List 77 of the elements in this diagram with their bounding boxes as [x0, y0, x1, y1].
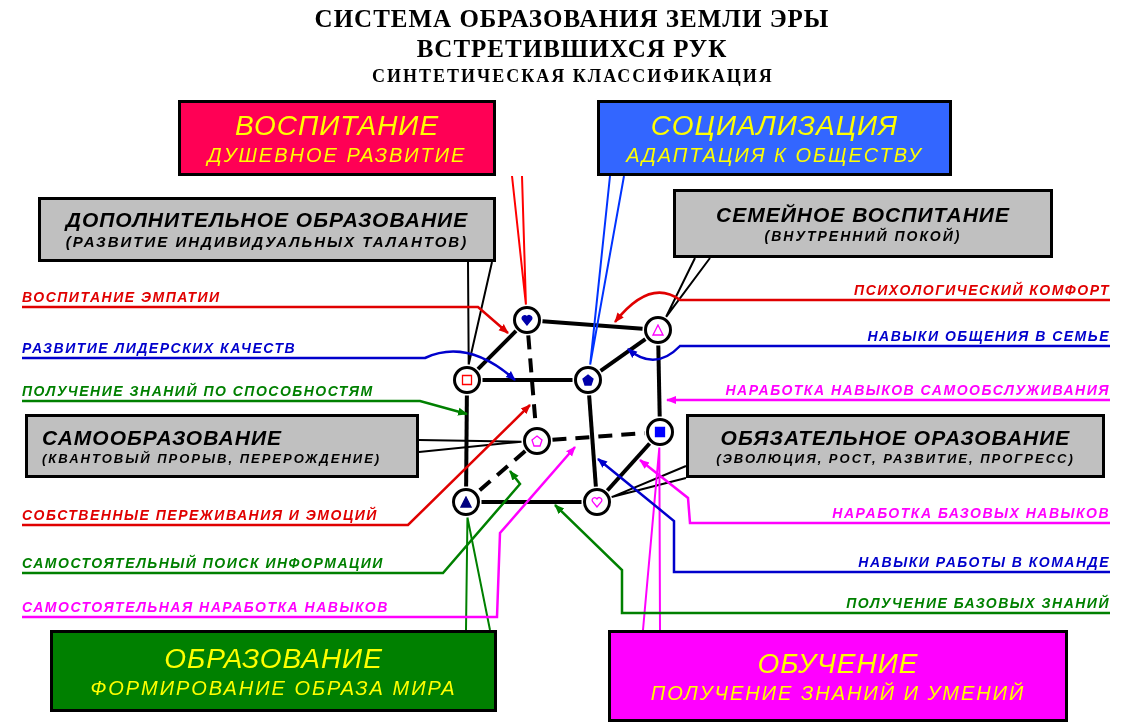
category-box [178, 100, 496, 176]
cube-edge [542, 319, 643, 331]
cube-edge [552, 431, 645, 442]
cube-edge [476, 449, 527, 494]
vertex-circle [646, 418, 674, 446]
category-box [597, 100, 952, 176]
pointer-line [589, 175, 625, 366]
category-box [686, 414, 1105, 478]
leader-line [639, 459, 1110, 525]
leader-label: ПОЛУЧЕНИЕ БАЗОВЫХ ЗНАНИЙ [846, 594, 1110, 612]
cube-edge [481, 500, 582, 504]
box-heading: ОБРАЗОВАНИЕ [164, 642, 383, 676]
leader-line [22, 399, 468, 416]
vertex-circle [523, 427, 551, 455]
vertex-circle [644, 316, 672, 344]
category-box [608, 630, 1068, 722]
pointer-line [467, 261, 493, 366]
cube-edge [464, 395, 469, 487]
box-subtitle: ФОРМИРОВАНИЕ ОБРАЗА МИРА [90, 676, 457, 701]
leader-label: ПОЛУЧЕНИЕ ЗНАНИЙ ПО СПОСОБНОСТЯМ [22, 382, 374, 400]
box-subtitle: (КВАНТОВЫЙ ПРОРЫВ, ПЕРЕРОЖДЕНИЕ) [42, 451, 382, 468]
leader-line [22, 305, 509, 334]
pointer-line [610, 465, 687, 499]
box-heading: ВОСПИТАНИЕ [234, 109, 440, 143]
vertex-circle [574, 366, 602, 394]
box-heading: СЕМЕЙНОЕ ВОСПИТАНИЕ [716, 201, 1010, 227]
vertex-circle [453, 366, 481, 394]
leader-label: НАРАБОТКА БАЗОВЫХ НАВЫКОВ [832, 504, 1110, 522]
vertex-circle [513, 306, 541, 334]
leader-line [22, 404, 531, 527]
box-subtitle: (РАЗВИТИЕ ИНДИВИДУАЛЬНЫХ ТАЛАНТОВ) [65, 233, 469, 252]
leader-label: ПСИХОЛОГИЧЕСКИЙ КОМФОРТ [854, 281, 1110, 299]
leader-line [666, 396, 1110, 404]
pointer-line [642, 446, 661, 631]
leader-line [614, 291, 1110, 323]
box-subtitle: ДУШЕВНОЕ РАЗВИТИЕ [207, 143, 467, 168]
diagram-subtitle: СИНТЕТИЧЕСКАЯ КЛАССИФИКАЦИЯ [372, 66, 772, 87]
leader-line [627, 344, 1110, 361]
cube-edge [599, 337, 647, 373]
cube-edge [476, 329, 518, 371]
box-heading: ОБЯЗАТЕЛЬНОЕ ОРАЗОВАНИЕ [720, 424, 1071, 451]
leader-label: САМОСТОЯТЕЛЬНАЯ НАРАБОТКА НАВЫКОВ [22, 598, 389, 616]
leader-line [22, 350, 516, 381]
box-heading: ДОПОЛНИТЕЛЬНОЕ ОБРАЗОВАНИЕ [65, 207, 469, 233]
box-subtitle: (ЭВОЛЮЦИЯ, РОСТ, РАЗВИТИЕ, ПРОГРЕСС) [716, 451, 1075, 468]
box-heading: САМООБРАЗОВАНИЕ [42, 424, 282, 451]
box-subtitle: АДАПТАЦИЯ К ОБЩЕСТВУ [626, 143, 923, 168]
leader-line [22, 446, 576, 619]
box-heading: ОБУЧЕНИЕ [757, 647, 919, 681]
cube-edge [587, 395, 598, 487]
cube-edge [656, 345, 662, 417]
leader-line [22, 470, 522, 575]
leader-line [554, 504, 1110, 615]
vertex-circle [452, 488, 480, 516]
vertex-circle [583, 488, 611, 516]
cube-edge [482, 378, 573, 382]
category-box [673, 189, 1053, 258]
leader-label: НАРАБОТКА НАВЫКОВ САМООБСЛУЖИВАНИЯ [725, 381, 1110, 399]
category-box [38, 197, 496, 262]
box-heading: СОЦИАЛИЗАЦИЯ [650, 109, 899, 143]
leader-label: ВОСПИТАНИЕ ЭМПАТИИ [22, 288, 221, 306]
leader-label: НАВЫКИ РАБОТЫ В КОМАНДЕ [858, 553, 1110, 571]
pointer-line [465, 516, 491, 631]
leader-line [597, 458, 1110, 574]
cube-edge [605, 442, 652, 492]
box-subtitle: (ВНУТРЕННИЙ ПОКОЙ) [764, 227, 962, 246]
box-subtitle: ПОЛУЧЕНИЕ ЗНАНИЙ И УМЕНИЙ [650, 681, 1026, 706]
category-box [25, 414, 419, 478]
pointer-line [665, 257, 711, 318]
leader-label: РАЗВИТИЕ ЛИДЕРСКИХ КАЧЕСТВ [22, 339, 297, 357]
leader-label: НАВЫКИ ОБЩЕНИЯ В СЕМЬЕ [867, 327, 1110, 345]
leader-label: СОБСТВЕННЫЕ ПЕРЕЖИВАНИЯ И ЭМОЦИЙ [22, 506, 378, 524]
category-box [50, 630, 497, 712]
diagram-title: СИСТЕМА ОБРАЗОВАНИЯ ЗЕМЛИ ЭРЫ ВСТРЕТИВШИХСЯ РУК [313, 4, 831, 64]
pointer-line [418, 439, 523, 453]
leader-label: САМОСТОЯТЕЛЬНЫЙ ПОИСК ИНФОРМАЦИИ [22, 554, 384, 572]
pointer-line [511, 175, 527, 306]
